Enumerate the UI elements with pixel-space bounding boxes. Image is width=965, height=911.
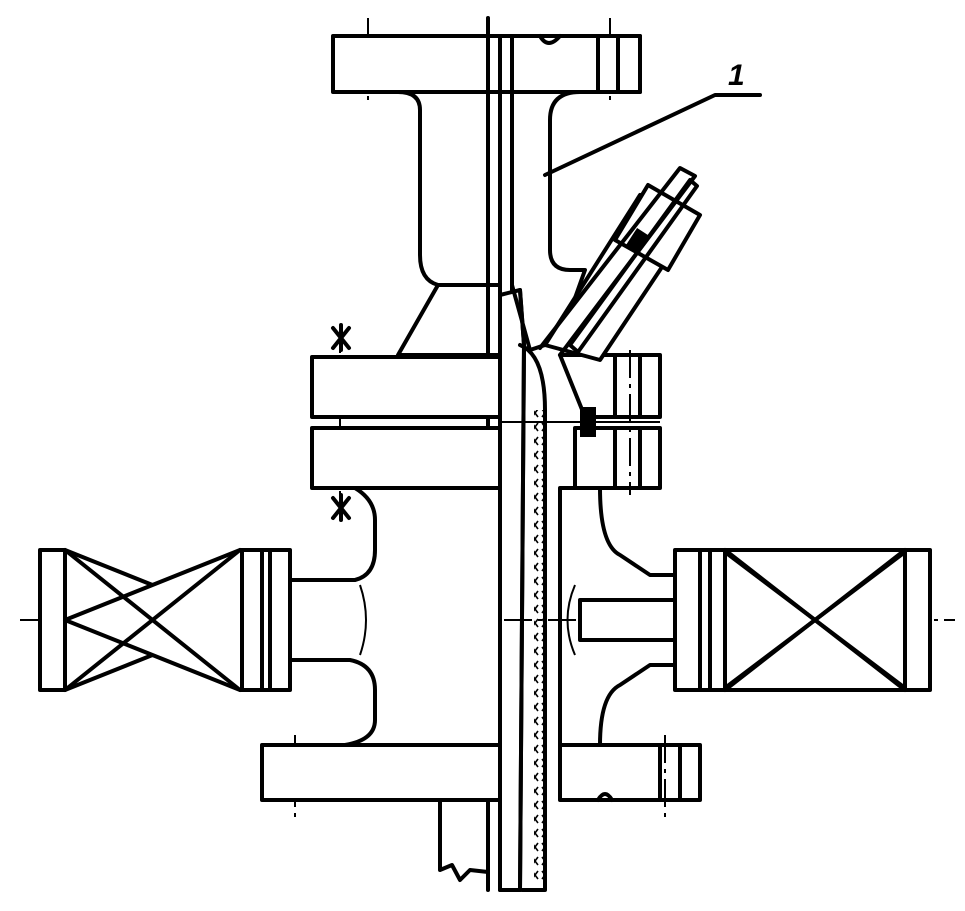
bolt-markers [331,323,351,522]
right-gate-valve [673,548,932,692]
lower-bolt-marker [331,493,351,522]
callout-1: 1 [543,59,762,177]
upper-bolt-marker [331,323,351,352]
upper-spool-body [396,34,642,357]
bottom-pipe-stub [438,798,490,882]
left-gate-valve [38,548,292,692]
callout-1-label: 1 [728,59,745,92]
bottom-flange [260,743,702,802]
control-line [498,288,547,892]
inclined-port [538,166,702,362]
middle-flange-pair [310,353,662,490]
lower-spool-body [288,486,702,747]
